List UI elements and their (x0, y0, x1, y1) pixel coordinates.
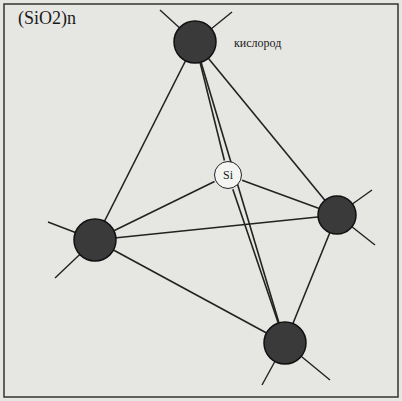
silicon-bonds (114, 62, 319, 323)
si-o-bond (233, 189, 278, 323)
tetrahedron-edges (95, 42, 337, 343)
si-o-bond (114, 182, 215, 231)
atom-symbol: Si (223, 168, 233, 183)
frame-border (4, 4, 398, 397)
atom-label: кислород (232, 36, 283, 51)
oxygen-atoms (74, 21, 356, 364)
si-o-bond (242, 180, 319, 208)
formula-title: (SiO2)n (18, 8, 76, 29)
silicon-atom: Si (214, 161, 242, 189)
outer-bonds (48, 10, 375, 385)
si-o-bond (200, 62, 224, 160)
